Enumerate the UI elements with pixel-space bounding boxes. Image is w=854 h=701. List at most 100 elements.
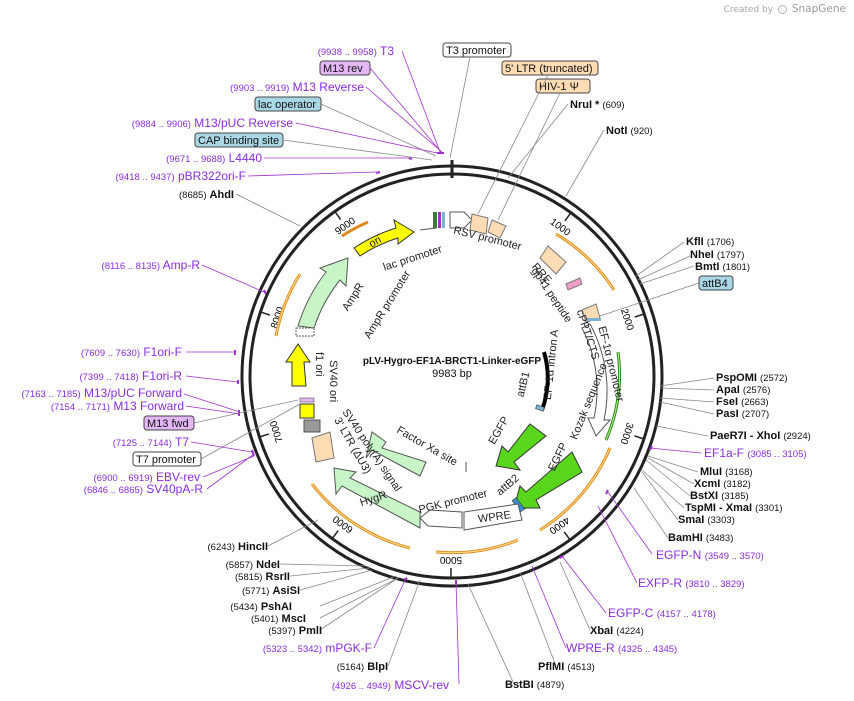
primer-name: WPRE-R [566,641,615,655]
ori-arrow [353,218,415,257]
sv40-polya-block [303,419,321,433]
plasmid-length: 9983 bp [432,368,472,380]
green-arc [605,351,620,441]
leader-line [649,447,702,454]
leader-line [289,567,371,577]
enzyme-label: BamHI (3483) [668,532,733,544]
leader-line [637,255,691,281]
feature-label: f1 ori [313,352,325,376]
ampr-promoter-box [295,327,315,337]
feature-label: SV40 ori [327,360,339,402]
ampr-arrow [297,257,349,329]
leader-line [455,581,460,685]
lac-promoter-line [419,227,437,231]
enzyme-pos: (1801) [723,262,750,273]
enzyme-label: PflMI (4513) [538,661,595,673]
leader-line [299,569,373,591]
leader-line [185,405,241,415]
primer-name: T7 [175,435,189,449]
enzyme-label: (5164) BlpI [337,661,388,673]
leader-line [655,425,709,437]
leader-line [320,103,437,157]
enzyme-label: FseI (2663) [716,396,769,408]
primer-pos: (6900 .. 6919) [93,473,152,484]
primer-name: T3 [380,44,394,58]
ltr3-block [311,431,335,463]
enzyme-label: (5815) RsrII [235,571,290,583]
enzyme-name: FseI [716,396,738,408]
enzyme-label: PspOMI (2572) [716,372,787,384]
primer-label: (9903 .. 9919) M13 Reverse [230,80,364,94]
feature-label: RSV promoter [452,224,523,253]
gp41-block [565,277,583,291]
leader-line [282,139,433,161]
credit-brand: SnapGene [791,3,846,15]
enzyme-label: BstXI (3185) [690,490,749,502]
enzyme-name: KflI [686,236,704,248]
f1-ori-arrow [285,343,311,387]
enzyme-pos: (3185) [721,491,748,502]
leader-line [190,441,253,453]
primer-label: (7399 .. 7418) F1ori-R [79,369,182,383]
leader-line [659,401,715,415]
orf-arc [275,273,301,337]
enzyme-pos: (2663) [741,397,768,408]
enzyme-pos: (5857) [226,560,253,571]
enzyme-pos: (2924) [783,431,810,442]
enzyme-label: (6243) HincII [208,541,268,553]
enzyme-label: (5857) NdeI [226,559,280,571]
primer-pos: (9671 .. 9688) [166,154,225,165]
orf-arc [539,447,611,531]
enzyme-label: (5434) PshAI [230,601,292,613]
enzyme-name: PasI [716,408,739,420]
leader-line [633,487,669,539]
feature-block [438,212,441,228]
enzyme-label: KflI (1706) [686,236,734,248]
primer-labels: (9938 .. 9958) T3 (9903 .. 9919) M13 Rev… [21,44,806,692]
leader-line [659,397,715,403]
enzyme-label: NruI * (609) [570,99,625,111]
leader-line [247,171,377,177]
orf-arcs [274,220,616,555]
enzyme-label: XcmI (3182) [694,478,751,490]
tick-label: 5000 [439,554,462,565]
snapgene-credit: Created by SnapGene [724,3,846,15]
primer-label: (9418 .. 9437) pBR322ori-F [115,169,246,183]
primer-pos: (7399 .. 7418) [79,372,138,383]
enzyme-label: MluI (3168) [700,466,753,478]
leader-line [659,387,715,391]
primer-name: EBV-rev [156,470,200,484]
enzyme-name: BmtI [695,261,719,273]
primer-label: (7154 .. 7171) M13 Forward [51,399,184,413]
primer-name: L4440 [229,151,263,165]
enzyme-label: (5401) MscI [251,613,306,625]
enzyme-label: PaeR7I - XhoI (2924) [710,430,811,442]
leader-line [497,92,561,221]
primer-label: EGFP-N (3549 .. 3570) [656,548,764,562]
leader-line [267,519,319,547]
enzyme-label: TspMI - XmaI (3301) [685,502,783,514]
enzyme-pos: (920) [630,126,652,137]
egfp-arrow-inner [495,423,547,471]
primer-pos: (9884 .. 9906) [132,119,191,130]
enzyme-pos: (3303) [707,515,734,526]
primer-label: (4926 .. 4949) MSCV-rev [332,678,449,692]
enzyme-pos: (8685) [179,190,206,201]
leader-line [449,56,471,159]
leader-line [401,50,441,153]
enzyme-name: XcmI [694,478,720,490]
enzyme-name: BstBI [505,679,534,691]
enzyme-pos: (3483) [706,533,733,544]
enzyme-name: RsrII [266,571,290,583]
primer-name: F1ori-F [143,345,182,359]
orf-arc [435,539,519,554]
enzyme-name: NruI * [570,99,600,111]
primer-pos: (3810 .. 3829) [685,579,744,590]
leader-line [659,377,715,387]
primer-pos: (3549 .. 3570) [705,551,764,562]
primer-label: (9938 .. 9958) T3 [318,44,395,58]
enzyme-pos: (3301) [755,503,782,514]
ef1a-intron-arc [540,351,550,411]
box [535,78,591,94]
